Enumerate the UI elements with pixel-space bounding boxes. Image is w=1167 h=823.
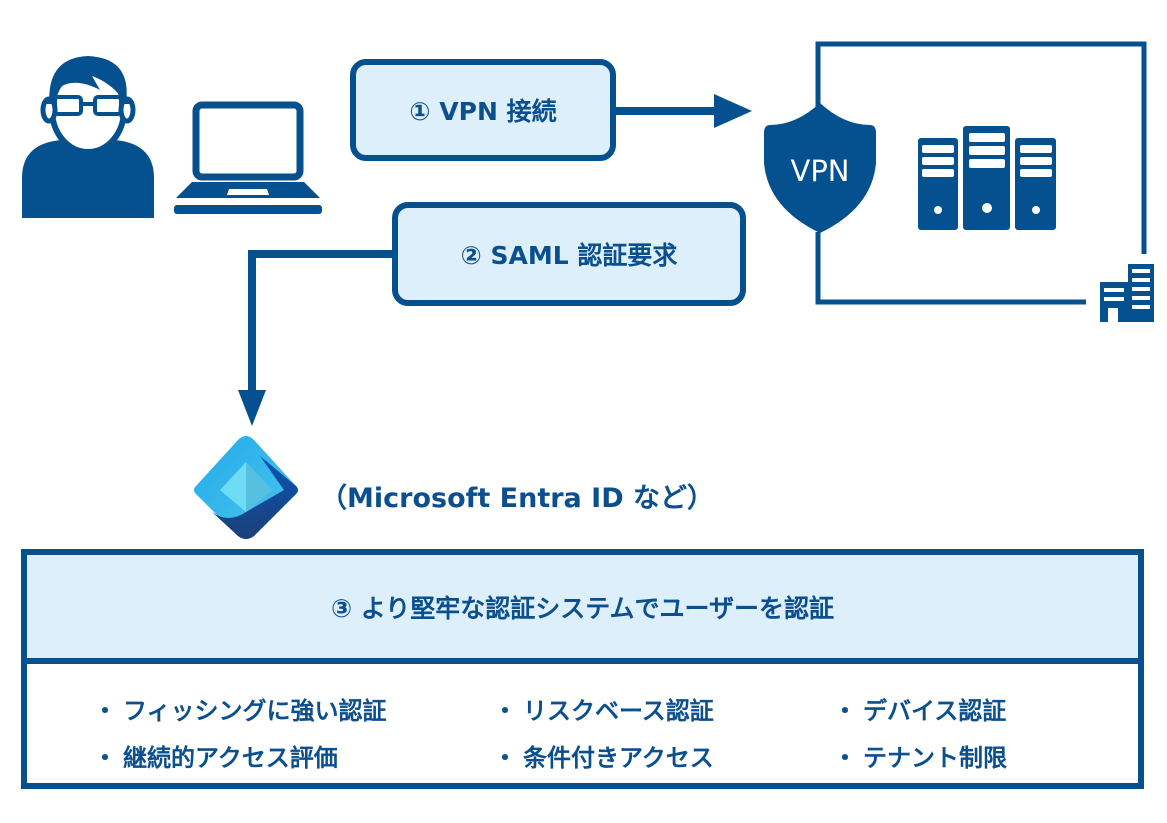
microsoft-entra-id-icon [194,436,298,539]
step1-label: ① VPN 接続 [409,97,557,126]
server-rack-icon [918,126,1056,230]
user-with-glasses-icon [22,56,154,218]
step2-label: ② SAML 認証要求 [460,241,678,270]
feature-item: ・テナント制限 [833,744,1007,772]
step2-saml-request-box: ② SAML 認証要求 [392,202,746,306]
feature-item: ・条件付きアクセス [493,744,714,772]
feature-item: ・デバイス認証 [833,697,1007,725]
step3-header: ③ より堅牢な認証システムでユーザーを認証 [27,555,1138,664]
idp-label: （Microsoft Entra ID など） [320,483,715,514]
feature-item: ・リスクベース認証 [493,697,714,725]
vpn-shield-icon: VPN [764,103,876,233]
feature-item: ・継続的アクセス評価 [93,744,338,772]
vpn-shield-label: VPN [790,154,849,188]
corporate-network-frame [815,41,1147,305]
auth-system-panel: ③ より堅牢な認証システムでユーザーを認証 ・フィッシングに強い認証 ・継続的ア… [21,549,1144,789]
step1-vpn-connect-box: ① VPN 接続 [350,59,616,161]
office-building-icon [1100,264,1154,322]
step3-label: ③ より堅牢な認証システムでユーザーを認証 [330,593,835,623]
feature-item: ・フィッシングに強い認証 [93,697,387,725]
arrow-to-idp [238,250,398,426]
arrow-to-vpn [616,94,752,128]
feature-list: ・フィッシングに強い認証 ・継続的アクセス評価 ・リスクベース認証 ・条件付きア… [27,664,1138,789]
laptop-icon [174,101,322,214]
